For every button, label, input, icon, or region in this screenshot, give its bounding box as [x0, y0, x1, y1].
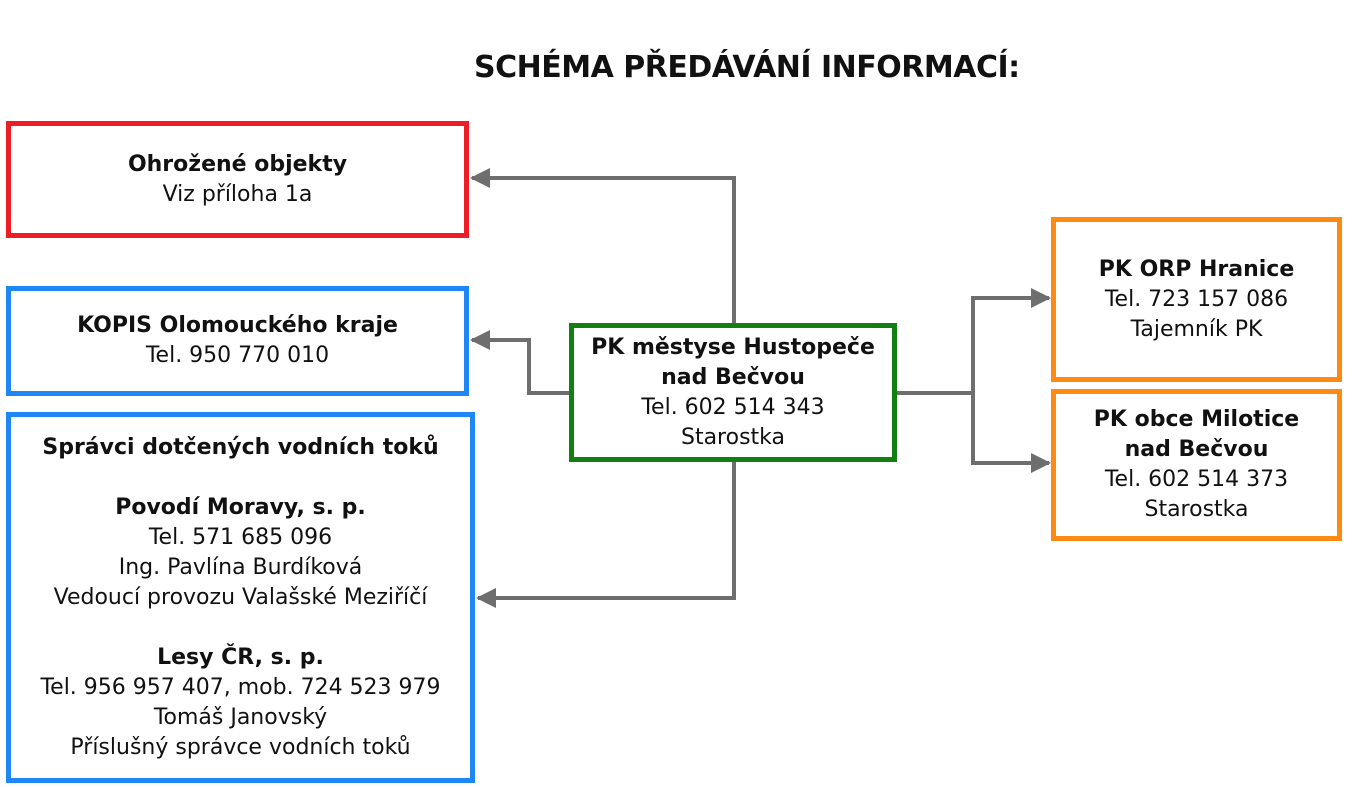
- connector-to-kopis: [470, 330, 569, 395]
- milotice-heading-line2: nad Bečvou: [1124, 437, 1269, 462]
- box-kopis-phone: Tel. 950 770 010: [145, 343, 330, 368]
- box-ohrozene-heading: Ohrožené objekty: [127, 151, 348, 177]
- povodi-heading: Povodí Moravy, s. p.: [115, 495, 366, 520]
- povodi-person: Ing. Pavlína Burdíková: [118, 555, 363, 580]
- connector-to-milotice: [971, 393, 1051, 473]
- box-kopis-heading: KOPIS Olomouckého kraje: [77, 313, 398, 338]
- center-heading-line2: nad Bečvou: [661, 364, 805, 390]
- box-ohrozene-line: Viz příloha 1a: [162, 181, 313, 207]
- connector-to-orp: [971, 288, 1051, 393]
- milotice-heading-line1: PK obce Milotice: [1093, 407, 1300, 432]
- box-pk-orp-hranice: PK ORP Hranice Tel. 723 157 086 Tajemník…: [1051, 217, 1342, 382]
- orp-role: Tajemník PK: [1130, 316, 1263, 342]
- povodi-phone: Tel. 571 685 096: [148, 525, 333, 550]
- milotice-role: Starostka: [1144, 497, 1249, 522]
- connector-to-ohrozene: [470, 168, 736, 323]
- center-heading-line1: PK městyse Hustopeče: [591, 334, 875, 360]
- lesy-heading: Lesy ČR, s. p.: [157, 645, 324, 670]
- box-spravci-heading: Správci dotčených vodních toků: [42, 435, 439, 460]
- povodi-role: Vedoucí provozu Valašské Meziříčí: [53, 585, 428, 610]
- diagram-title: SCHÉMA PŘEDÁVÁNÍ INFORMACÍ:: [474, 50, 1020, 85]
- box-pk-milotice: PK obce Milotice nad Bečvou Tel. 602 514…: [1051, 389, 1342, 541]
- center-role: Starostka: [680, 424, 786, 450]
- box-pk-hustopece: PK městyse Hustopeče nad Bečvou Tel. 602…: [569, 323, 897, 462]
- orp-phone: Tel. 723 157 086: [1104, 286, 1289, 312]
- connector-to-spravci: [476, 462, 736, 608]
- center-phone: Tel. 602 514 343: [641, 394, 825, 420]
- box-ohrozene-objekty: Ohrožené objekty Viz příloha 1a: [6, 121, 469, 238]
- lesy-phone: Tel. 956 957 407, mob. 724 523 979: [40, 675, 441, 700]
- lesy-person: Tomáš Janovský: [153, 705, 328, 730]
- orp-heading: PK ORP Hranice: [1098, 256, 1295, 282]
- box-spravci: Správci dotčených vodních toků Povodí Mo…: [6, 412, 475, 783]
- milotice-phone: Tel. 602 514 373: [1104, 467, 1289, 492]
- box-kopis: KOPIS Olomouckého kraje Tel. 950 770 010: [6, 286, 469, 396]
- lesy-role: Příslušný správce vodních toků: [70, 735, 411, 760]
